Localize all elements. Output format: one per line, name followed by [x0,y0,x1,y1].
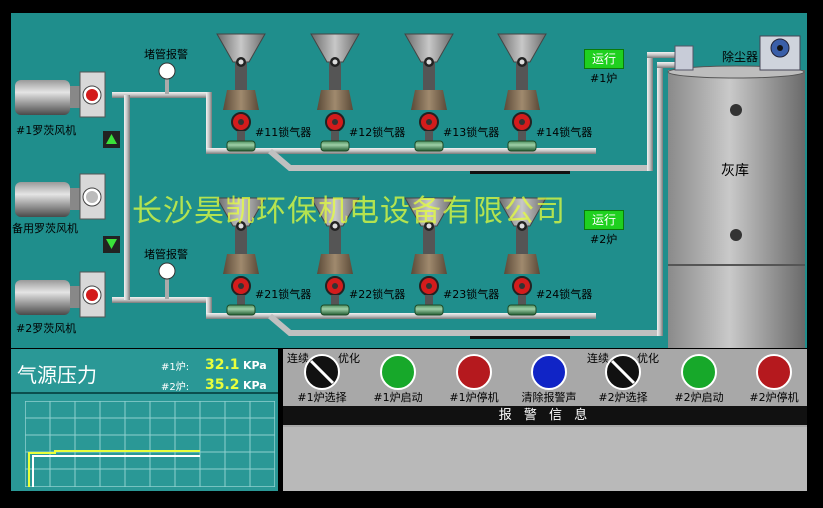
feeder-label: #22锁气器 [349,288,406,301]
trend-line-1 [28,450,200,487]
furnace-label: #2炉 [590,233,618,246]
feeder-unit[interactable] [310,197,360,316]
trend-line-2 [32,455,200,487]
feeder-label: #24锁气器 [536,288,593,301]
feeder-unit[interactable] [310,33,360,152]
run-indicator-1[interactable]: 运行 [584,49,624,69]
blower-1-label: #1罗茨风机 [16,124,77,137]
feeder-label: #13锁气器 [443,126,500,139]
pressure-value: 35.2 [205,377,240,393]
gauge-label: 堵管报警 [144,248,188,261]
clear-alarm-caption: 清除报警声 [521,391,577,404]
selector-1-caption: #1炉选择 [297,391,347,404]
selector-1-right: 优化 [338,352,360,365]
start-1-button[interactable] [380,354,416,390]
alarm-list[interactable] [283,427,807,491]
feeder-unit[interactable] [216,197,266,316]
run-indicator-2[interactable]: 运行 [584,210,624,230]
stop-1-button[interactable] [456,354,492,390]
pressure-unit: KPa [243,358,267,372]
feeder-unit[interactable] [497,33,547,152]
switch-down-icon[interactable] [103,236,120,253]
stop-2-caption: #2炉停机 [749,391,799,404]
feeder-label: #11锁气器 [255,126,312,139]
pressure-trend-chart [25,401,275,487]
feeder-label: #21锁气器 [255,288,312,301]
selector-2-right: 优化 [637,352,659,365]
gauge-label: 堵管报警 [144,48,188,61]
blower-standby[interactable] [15,173,106,220]
blower-standby-label: 备用罗茨风机 [12,222,78,235]
furnace-label: #1炉 [590,72,618,85]
feeder-unit[interactable] [497,197,547,316]
start-2-caption: #2炉启动 [674,391,724,404]
alarm-header: 报 警 信 息 [283,406,807,425]
dust-collector[interactable] [674,35,801,71]
selector-2-knob[interactable] [605,354,641,390]
switch-up-icon[interactable] [103,131,120,148]
pressure-unit: KPa [243,378,267,392]
pressure-panel: 气源压力 #1炉: 32.1 KPa #2炉: 35.2 KPa [11,349,278,491]
feeder-label: #12锁气器 [349,126,406,139]
feeder-unit[interactable] [216,33,266,152]
control-buttons [304,354,792,390]
pressure-value: 32.1 [205,357,240,373]
feeder-label: #23锁气器 [443,288,500,301]
start-2-button[interactable] [681,354,717,390]
silo-label: 灰库 [721,163,749,179]
feeder-label: #14锁气器 [536,126,593,139]
gauge-icon [158,62,176,94]
gauge-icon [158,262,176,299]
start-1-caption: #1炉启动 [373,391,423,404]
selector-1-knob[interactable] [304,354,340,390]
stop-1-caption: #1炉停机 [449,391,499,404]
feeder-unit[interactable] [404,33,454,152]
selector-2-left: 连续 [587,352,609,365]
stop-2-button[interactable] [756,354,792,390]
pressure-row-name: #2炉: [161,381,190,393]
blower-1[interactable] [15,71,106,118]
control-panel: 连续 优化 连续 优化 #1炉选择 #1炉启动 #1炉停机 清除报警声 #2炉选… [283,349,807,491]
selector-2-caption: #2炉选择 [598,391,648,404]
feeder-unit[interactable] [404,197,454,316]
ash-silo[interactable] [667,65,805,348]
blower-2[interactable] [15,271,106,318]
blower-2-label: #2罗茨风机 [16,322,77,335]
clear-alarm-button[interactable] [531,354,567,390]
dust-collector-label: 除尘器 [722,50,759,64]
pressure-title: 气源压力 [17,363,97,387]
pressure-row-name: #1炉: [161,361,190,373]
selector-1-left: 连续 [287,352,309,365]
